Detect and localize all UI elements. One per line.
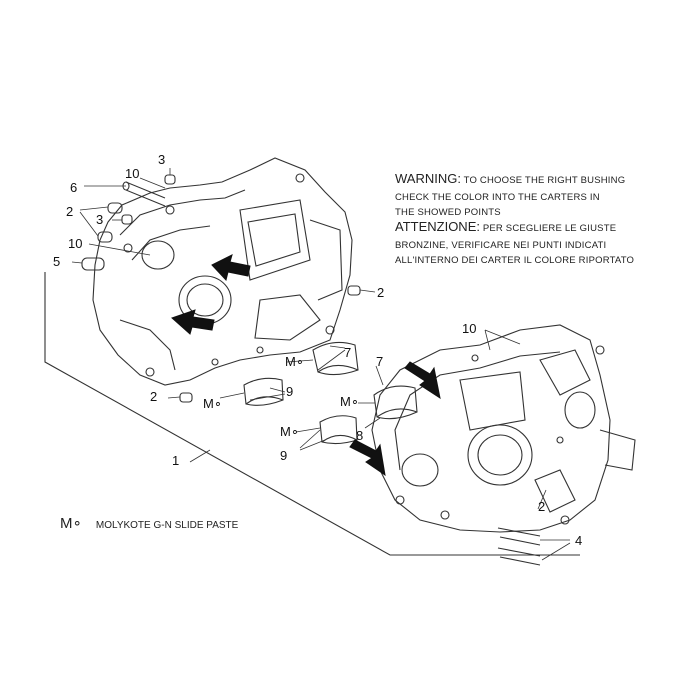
dowel-2b (97, 231, 113, 243)
dowel-4 (497, 527, 541, 566)
callout-9-upper: 9 (286, 384, 293, 399)
callout-6: 6 (70, 180, 77, 195)
legend: M∘ MOLYKOTE G-N SLIDE PASTE (60, 514, 238, 532)
warning-line-1: WARNING: TO CHOOSE THE RIGHT BUSHING (395, 171, 626, 186)
attenzione-line-2: BRONZINE, VERIFICARE NEI PUNTI INDICATI (395, 240, 607, 251)
dowel-5 (81, 257, 105, 271)
attenzione-line-1: ATTENZIONE: PER SCEGLIERE LE GIUSTE (395, 219, 617, 234)
callout-10-top: 10 (125, 166, 139, 181)
callout-3-top: 3 (158, 152, 165, 167)
bushing-9-right (319, 415, 358, 445)
callout-8: 8 (356, 428, 363, 443)
legend-text: MOLYKOTE G-N SLIDE PASTE (95, 520, 239, 531)
molykote-mark-1: M∘ (285, 354, 304, 369)
warning-line-3: THE SHOWED POINTS (395, 207, 501, 218)
callout-10-left: 10 (68, 236, 82, 251)
bolt-3-mid (121, 214, 133, 225)
dowel-2c (347, 285, 361, 296)
callout-7-right: 7 (376, 354, 383, 369)
arrow-left-lower (171, 309, 215, 335)
callout-2-case: 2 (538, 499, 545, 514)
bushing-7-right (373, 385, 418, 420)
molykote-mark-2: M∘ (203, 396, 222, 411)
indicator-arrows (171, 254, 441, 477)
arrow-left-upper (211, 254, 251, 282)
arrow-right-lower (349, 439, 386, 477)
callout-9-lower: 9 (280, 448, 287, 463)
molykote-symbol: M∘ (60, 515, 82, 532)
callout-2-left: 2 (66, 204, 73, 219)
bolt-3-top (164, 174, 176, 185)
callout-1: 1 (172, 453, 179, 468)
leader-lines (71, 168, 571, 561)
dowel-2d (179, 392, 193, 403)
dowel-2a (107, 202, 123, 214)
attenzione-line-3: ALL'INTERNO DEI CARTER IL COLORE RIPORTA… (395, 255, 635, 266)
warning-line-2: CHECK THE COLOR INTO THE CARTERS IN (395, 192, 600, 203)
callout-7-left: 7 (344, 345, 351, 360)
molykote-mark-3: M∘ (340, 394, 359, 409)
assembly-bracket (44, 272, 580, 556)
callout-2-right: 2 (377, 285, 384, 300)
arrow-right-upper (404, 361, 441, 400)
right-crankcase-half (371, 324, 636, 533)
callout-5: 5 (53, 254, 60, 269)
molykote-mark-4: M∘ (280, 424, 299, 439)
callout-10-right: 10 (462, 321, 476, 336)
bushing-7-left (312, 341, 359, 376)
callout-4: 4 (575, 533, 582, 548)
callout-3-mid: 3 (96, 212, 103, 227)
left-crankcase-half (92, 157, 353, 386)
bushing-9-left (243, 377, 284, 406)
callout-2-lower: 2 (150, 389, 157, 404)
